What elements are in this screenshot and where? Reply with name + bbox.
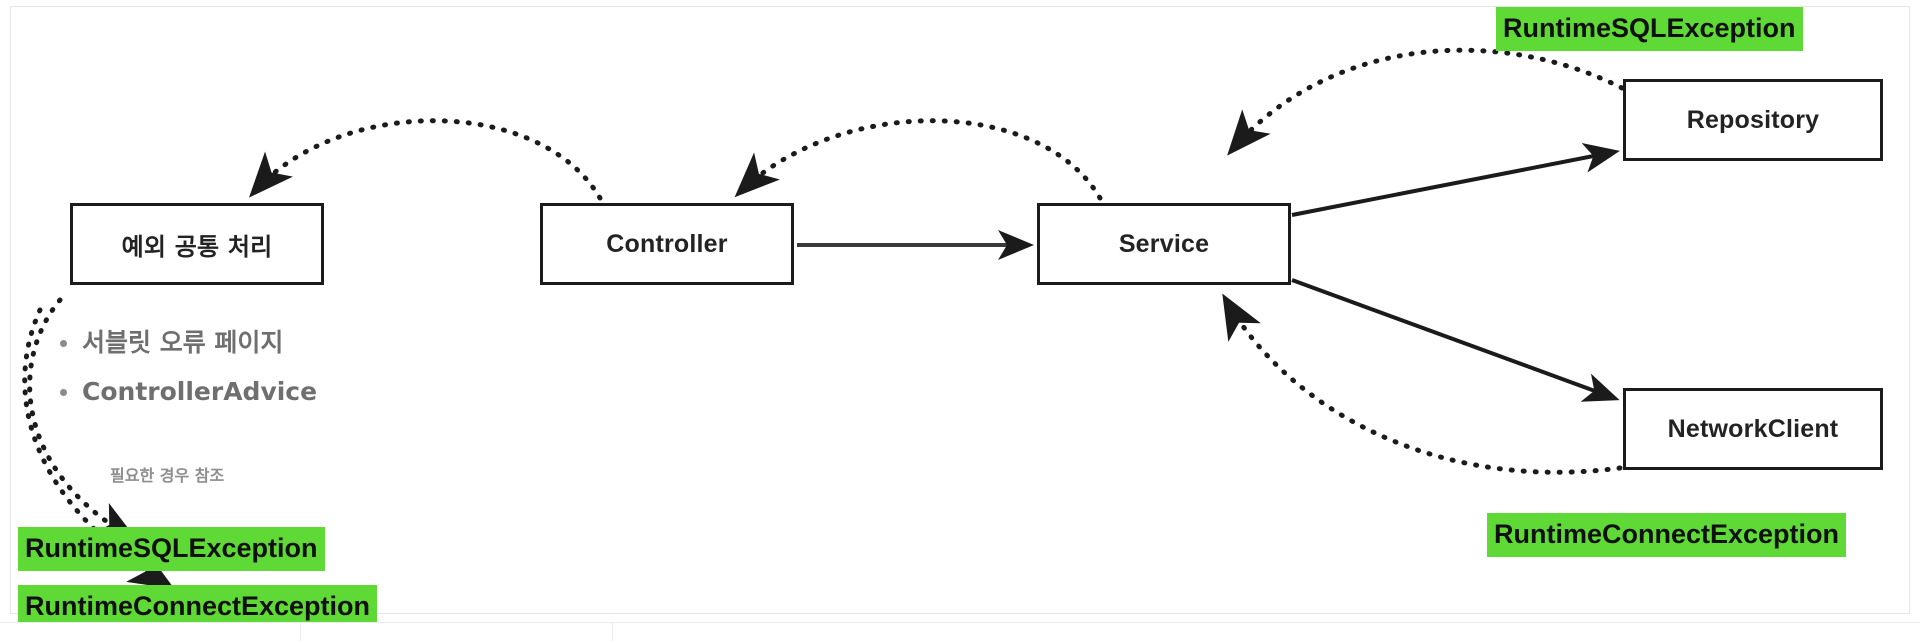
card-seam [300,623,301,641]
node-service-label: Service [1118,229,1210,258]
node-controller[interactable]: Controller [540,203,794,285]
list-item: 서블릿 오류 페이지 [59,318,317,367]
node-repository[interactable]: Repository [1623,79,1883,161]
node-controller-label: Controller [606,229,728,258]
node-network-client[interactable]: NetworkClient [1623,388,1883,470]
edge-network-client-to-service-exception [1222,293,1623,475]
exception-handler-bullet-list: 서블릿 오류 페이지 ControllerAdvice [40,318,317,416]
card-edge-bottom [0,622,1920,641]
list-item: ControllerAdvice [59,367,318,416]
node-service[interactable]: Service [1037,203,1291,285]
bullet-label-controller-advice: ControllerAdvice [82,377,318,406]
edge-service-to-controller-exception [734,118,1103,201]
bullet-label-servlet-error-page: 서블릿 오류 페이지 [82,328,284,357]
card-seam [612,623,613,641]
edge-controller-to-exception-handler [248,118,603,201]
node-exception-handler[interactable]: 예외 공통 처리 [70,203,324,285]
reference-annotation: 필요한 경우 참조 [110,466,225,485]
status-badge-runtime-sql-exception-top-right: RuntimeSQLException [1496,7,1803,51]
status-badge-runtime-connect-exception-bottom-left: RuntimeConnectException [18,585,378,629]
status-badge-runtime-connect-exception-bottom-right: RuntimeConnectException [1487,513,1847,557]
page-frame [10,6,1910,614]
edge-exception-handler-to-sql-chip [27,297,139,542]
node-network-client-label: NetworkClient [1667,414,1839,443]
status-badge-runtime-sql-exception-bottom-left: RuntimeSQLException [18,527,325,571]
edge-exception-handler-to-connect-chip [22,307,175,589]
edge-service-to-network-client [1291,278,1620,402]
edge-repository-to-service-exception [1227,47,1625,156]
node-repository-label: Repository [1686,105,1820,134]
edge-service-to-repository [1291,143,1620,217]
node-exception-handler-label: 예외 공통 처리 [121,232,273,261]
